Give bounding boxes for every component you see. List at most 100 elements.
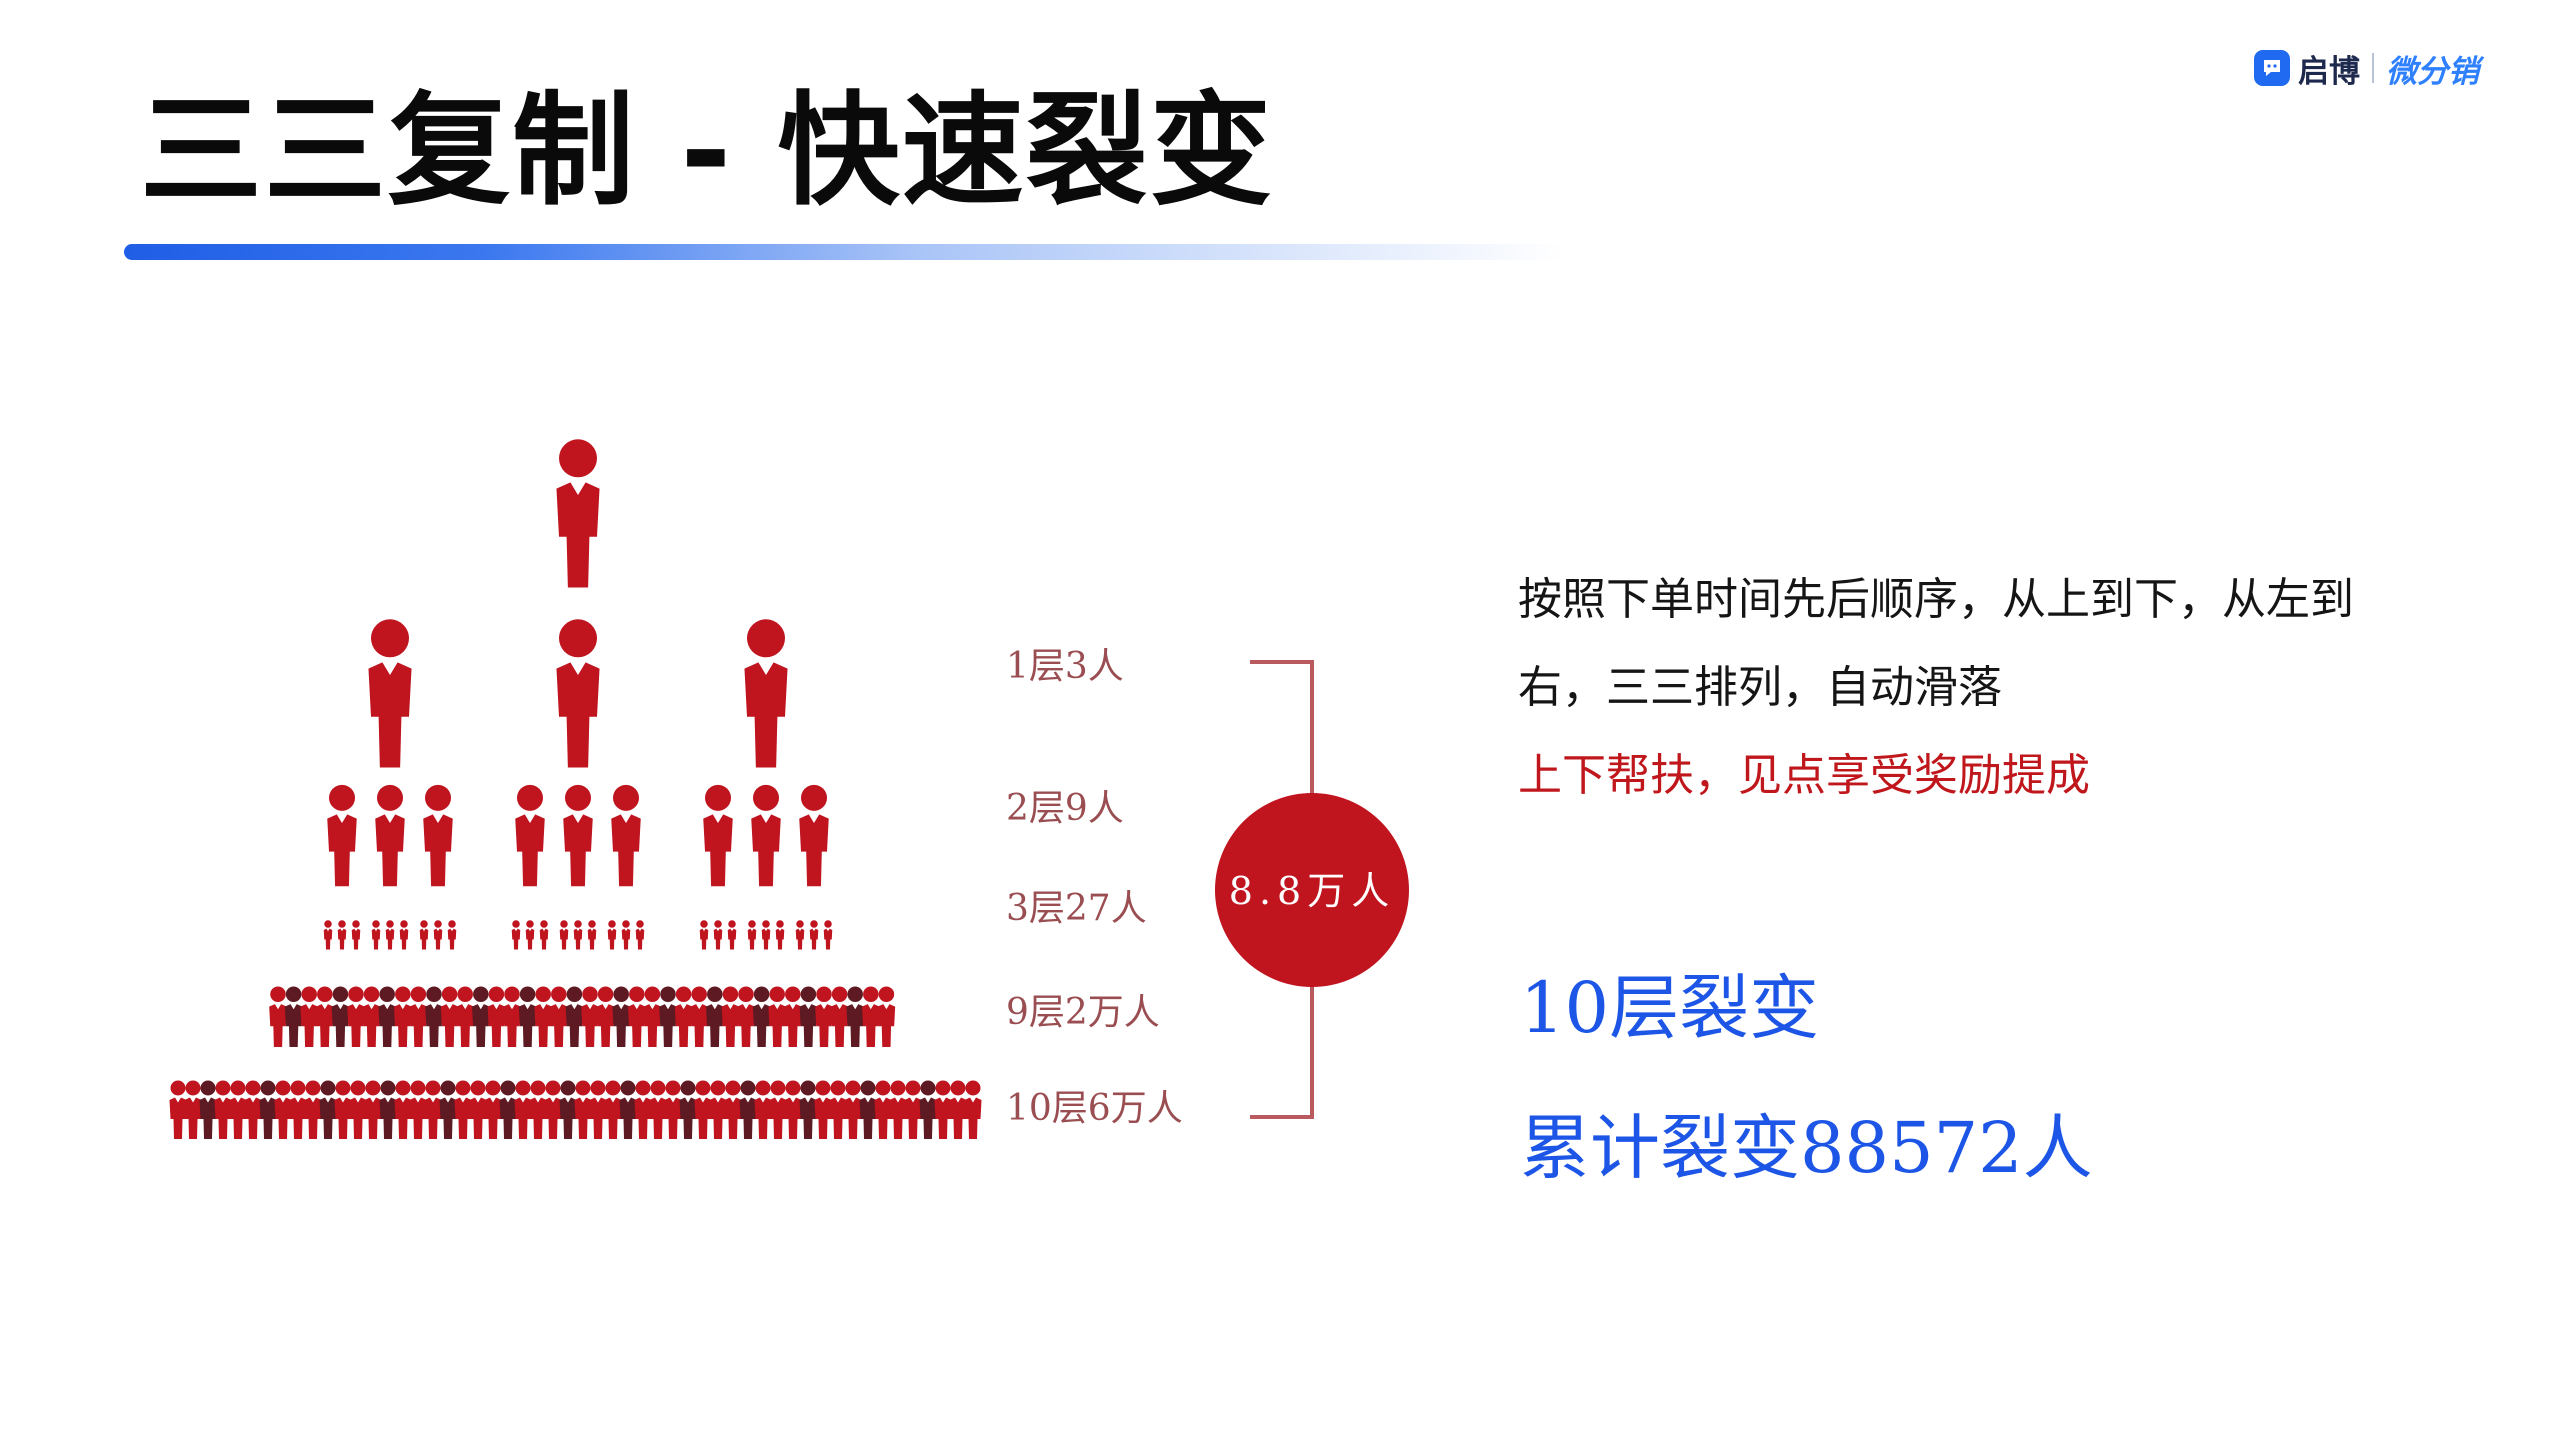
person-icon (559, 920, 569, 950)
person-icon (904, 1080, 922, 1139)
person-icon (784, 1080, 802, 1139)
person-icon (337, 920, 347, 950)
person-icon (604, 1080, 622, 1139)
level-label: 1层3人 (1006, 646, 1124, 687)
person-icon (799, 1080, 817, 1139)
person-icon (628, 986, 646, 1047)
person-icon (754, 1080, 772, 1139)
person-icon (664, 1080, 682, 1139)
person-icon (889, 1080, 907, 1139)
person-icon (713, 920, 723, 950)
person-icon (274, 1080, 292, 1139)
person-icon (525, 920, 535, 950)
person-icon (949, 1080, 967, 1139)
person-icon (368, 619, 412, 768)
person-icon (499, 1080, 517, 1139)
person-icon (830, 986, 849, 1047)
person-icon (737, 986, 755, 1047)
person-icon (327, 784, 357, 887)
stats-layers: 10层裂变 (1520, 967, 1820, 1049)
person-icon (534, 986, 552, 1047)
person-icon (877, 986, 896, 1047)
person-icon (634, 1080, 652, 1139)
person-icon (674, 986, 693, 1047)
person-icon (319, 1080, 337, 1139)
person-icon (424, 1080, 442, 1139)
person-icon (934, 1080, 952, 1139)
person-icon (706, 986, 724, 1047)
total-badge-circle (1215, 793, 1409, 987)
person-icon (214, 1080, 232, 1139)
level-label: 10层6万人 (1006, 1088, 1183, 1129)
person-icon (795, 920, 805, 950)
person-icon (419, 920, 429, 950)
person-icon (472, 986, 490, 1047)
description-line-2: 右，三三排列，自动滑落 (1518, 662, 2002, 713)
person-icon (375, 784, 405, 887)
person-icon (739, 1080, 757, 1139)
level-bracket (1250, 660, 1314, 1119)
person-icon (487, 986, 506, 1047)
logo-product-name: 微分销 (2386, 53, 2479, 90)
person-icon (440, 986, 459, 1047)
person-icon (823, 920, 833, 950)
person-icon (347, 986, 365, 1047)
person-icon (515, 784, 545, 887)
person-icon (768, 986, 786, 1047)
person-icon (362, 986, 381, 1047)
person-icon (423, 784, 453, 887)
person-icon (587, 920, 597, 950)
person-icon (351, 920, 361, 950)
person-icon (784, 986, 802, 1047)
person-icon (518, 986, 537, 1047)
person-icon (744, 619, 788, 768)
person-icon (456, 986, 474, 1047)
person-icon (269, 986, 287, 1047)
person-icon (511, 920, 521, 950)
speech-bubble-icon (2254, 50, 2290, 86)
person-icon (259, 1080, 277, 1139)
person-icon (334, 1080, 352, 1139)
person-icon (556, 439, 600, 588)
person-icon (539, 920, 549, 950)
person-icon (563, 784, 593, 887)
person-icon (752, 986, 771, 1047)
person-icon (859, 1080, 877, 1139)
person-icon (703, 784, 733, 887)
person-icon (612, 986, 630, 1047)
person-icon (514, 1080, 532, 1139)
person-icon (635, 920, 645, 950)
person-icon (316, 986, 334, 1047)
person-icon (611, 784, 641, 887)
person-icon (529, 1080, 547, 1139)
stats-total: 累计裂变88572人 (1520, 1107, 2093, 1189)
person-icon (799, 784, 829, 887)
logo-brand-name: 启博 (2298, 53, 2360, 90)
person-icon (862, 986, 880, 1047)
person-icon (619, 1080, 637, 1139)
people-figures (169, 439, 982, 1139)
logo-divider (2372, 53, 2374, 83)
person-icon (809, 920, 819, 950)
person-icon (589, 1080, 607, 1139)
person-icon (379, 1080, 397, 1139)
person-icon (409, 986, 428, 1047)
person-icon (679, 1080, 697, 1139)
person-icon (304, 1080, 322, 1139)
person-icon (385, 920, 395, 950)
description-line-3: 上下帮扶，见点享受奖励提成 (1518, 750, 2090, 801)
person-icon (169, 1080, 187, 1139)
person-icon (364, 1080, 382, 1139)
person-icon (844, 1080, 862, 1139)
person-icon (378, 986, 396, 1047)
description-line-1: 按照下单时间先后顺序，从上到下，从左到 (1518, 574, 2354, 625)
person-icon (289, 1080, 307, 1139)
person-icon (399, 920, 409, 950)
person-icon (331, 986, 350, 1047)
title-underline-bar (124, 244, 1564, 260)
person-icon (690, 986, 708, 1047)
person-icon (775, 920, 785, 950)
person-icon (199, 1080, 217, 1139)
